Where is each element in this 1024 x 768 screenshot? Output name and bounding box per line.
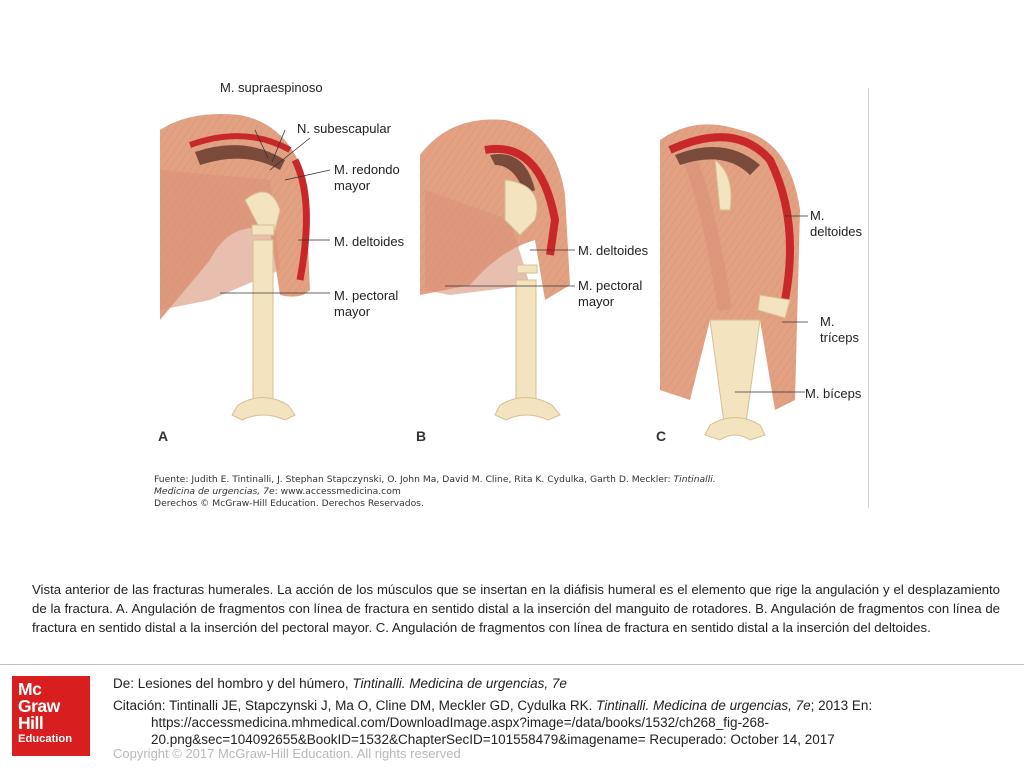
- citation-authors: Citación: Tintinalli JE, Stapczynski J, …: [113, 698, 597, 713]
- label-c-biceps: M. bíceps: [805, 386, 862, 401]
- source-website: : www.accessmedicina.com: [274, 486, 401, 497]
- panel-a-illustration: [160, 114, 331, 421]
- citation-book: Tintinalli. Medicina de urgencias, 7e: [596, 698, 811, 713]
- label-b-pectoral-mayor: M. pectoral mayor: [578, 278, 643, 309]
- logo-line-graw: Graw: [18, 696, 60, 716]
- figure-border: [868, 88, 869, 508]
- label-a-deltoides: M. deltoides: [334, 234, 405, 249]
- from-book: Tintinalli. Medicina de urgencias, 7e: [352, 676, 567, 691]
- panel-letter-c: C: [656, 428, 667, 444]
- label-supraespinoso: M. supraespinoso: [220, 80, 323, 95]
- panel-letter-b: B: [416, 428, 427, 444]
- from-chapter: De: Lesiones del hombro y del húmero,: [113, 676, 353, 691]
- footer-divider: [0, 664, 1024, 665]
- label-a-pectoral-mayor: M. pectoral mayor: [334, 288, 399, 319]
- panel-c-illustration: [660, 124, 808, 441]
- panel-letter-a: A: [158, 428, 169, 444]
- citation-url-line2[interactable]: 20.png&sec=104092655&BookID=1532&Chapter…: [151, 732, 835, 747]
- logo-line-hill: Hill: [18, 713, 44, 733]
- figure-source: Fuente: Judith E. Tintinalli, J. Stephan…: [154, 474, 794, 510]
- source-book-edition: Medicina de urgencias, 7e: [154, 486, 275, 497]
- footer-copyright: Copyright © 2017 McGraw-Hill Education. …: [113, 746, 461, 761]
- footer-citation: Citación: Tintinalli JE, Stapczynski J, …: [113, 697, 993, 748]
- panel-b-illustration: [420, 119, 575, 421]
- logo-line-education: Education: [18, 733, 73, 745]
- citation-year: ; 2013 En:: [810, 698, 873, 713]
- source-book-title: Tintinalli.: [673, 474, 716, 485]
- footer-from: De: Lesiones del hombro y del húmero, Ti…: [113, 676, 567, 691]
- citation-url-line1[interactable]: https://accessmedicina.mhmedical.com/Dow…: [151, 715, 769, 730]
- label-b-deltoides: M. deltoides: [578, 243, 649, 258]
- label-c-triceps: M. tríceps: [820, 314, 860, 345]
- source-authors: Fuente: Judith E. Tintinalli, J. Stephan…: [154, 474, 674, 485]
- source-rights: Derechos © McGraw-Hill Education. Derech…: [154, 498, 424, 509]
- label-redondo-mayor: M. redondo mayor: [334, 162, 400, 193]
- mcgraw-hill-logo: Mc Graw Hill Education: [12, 676, 90, 756]
- figure-caption: Vista anterior de las fracturas humerale…: [32, 582, 1000, 635]
- label-c-deltoides: M. deltoides: [810, 208, 863, 239]
- logo-line-mc: Mc: [18, 679, 42, 699]
- label-subescapular: N. subescapular: [297, 121, 391, 136]
- fracture-figure: M. supraespinoso N. subescapular M. redo…: [150, 70, 870, 510]
- anatomy-illustration: [160, 114, 808, 441]
